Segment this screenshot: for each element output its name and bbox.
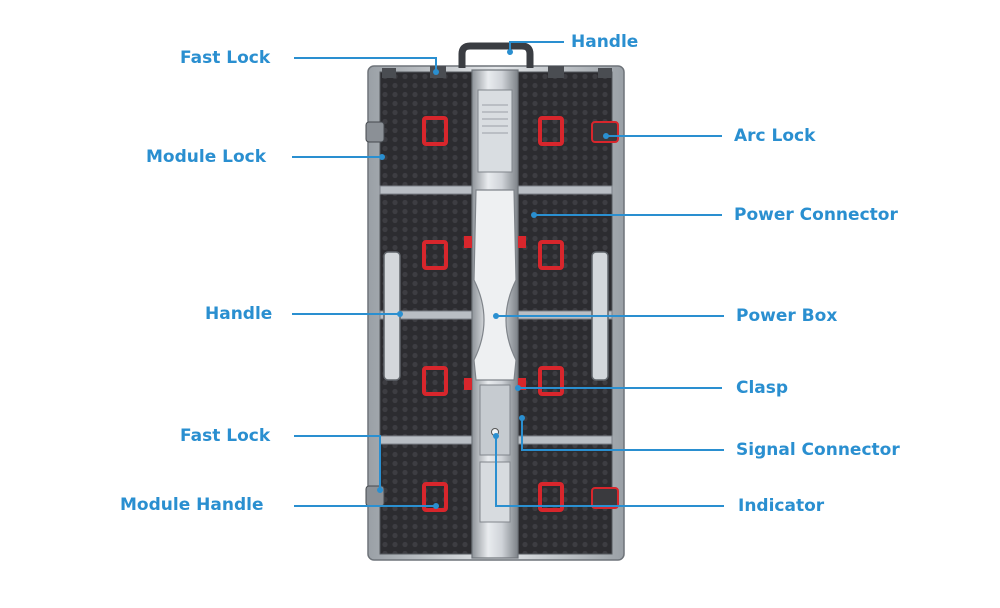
label-power-connector: Power Connector xyxy=(734,205,898,225)
callout-dots xyxy=(377,49,609,509)
left-side-handle xyxy=(383,251,401,381)
power-connector-tabs xyxy=(464,236,526,390)
top-handle xyxy=(458,42,534,68)
label-fast-lock-bottom: Fast Lock xyxy=(180,426,271,446)
power-box xyxy=(473,189,517,381)
label-power-box: Power Box xyxy=(736,306,838,326)
label-signal-connector: Signal Connector xyxy=(736,440,900,460)
label-handle-left: Handle xyxy=(205,304,273,324)
spine-top-box xyxy=(477,89,513,173)
module-latches xyxy=(422,116,564,512)
label-module-lock: Module Lock xyxy=(146,147,267,167)
label-arc-lock: Arc Lock xyxy=(734,126,816,146)
callout-lines xyxy=(292,41,724,507)
label-handle-top: Handle xyxy=(571,32,639,52)
label-fast-lock-top: Fast Lock xyxy=(180,48,271,68)
label-clasp: Clasp xyxy=(736,378,789,398)
label-indicator: Indicator xyxy=(738,496,825,516)
label-module-handle: Module Handle xyxy=(120,495,264,515)
